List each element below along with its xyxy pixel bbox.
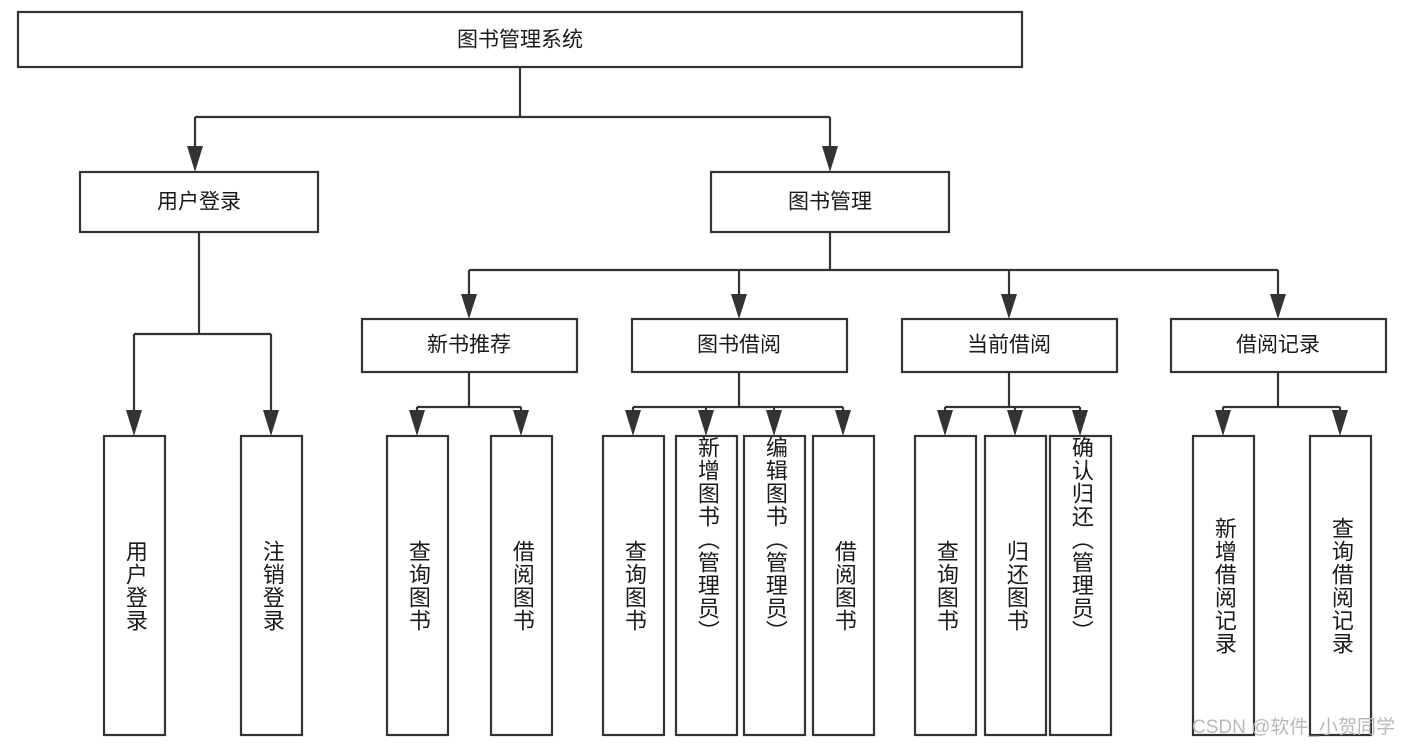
leaf-box-confirm-return[interactable] bbox=[1048, 434, 1113, 737]
node-new-book-rec[interactable]: 新书推荐 bbox=[360, 317, 579, 374]
arrowhead-leaf-add-book bbox=[698, 410, 714, 436]
leaf-box-user-login[interactable] bbox=[102, 434, 167, 737]
node-root-label: 图书管理系统 bbox=[457, 29, 583, 52]
node-user-login-label: 用户登录 bbox=[157, 191, 241, 214]
node-book-manage[interactable]: 图书管理 bbox=[709, 170, 951, 234]
csdn-watermark: CSDN @软件_小贺同学 bbox=[1192, 717, 1395, 738]
arrowhead-current-borrow bbox=[1001, 294, 1017, 319]
arrowhead-leaf-user-login bbox=[126, 410, 142, 436]
node-current-borrow-label: 当前借阅 bbox=[967, 334, 1051, 357]
arrowhead-new-book-rec bbox=[461, 294, 477, 319]
arrowhead-book-manage bbox=[822, 146, 838, 172]
node-new-book-rec-label: 新书推荐 bbox=[427, 334, 511, 357]
arrowhead-leaf-user-logout bbox=[263, 410, 279, 436]
node-book-borrow[interactable]: 图书借阅 bbox=[630, 317, 849, 374]
node-borrow-record-label: 借阅记录 bbox=[1236, 334, 1320, 357]
leaf-box-borrow-book-1[interactable] bbox=[489, 434, 554, 737]
node-current-borrow[interactable]: 当前借阅 bbox=[900, 317, 1119, 374]
leaf-box-edit-book[interactable] bbox=[742, 434, 807, 737]
leaf-box-add-book[interactable] bbox=[674, 434, 739, 737]
node-current-borrow-box[interactable] bbox=[900, 317, 1119, 374]
arrowhead-leaf-confirm-return bbox=[1072, 410, 1088, 436]
node-borrow-record[interactable]: 借阅记录 bbox=[1169, 317, 1388, 374]
leaf-box-query-record[interactable] bbox=[1308, 434, 1373, 737]
arrowhead-leaf-borrow-book-2 bbox=[835, 410, 851, 436]
leaf-box-query-book-3[interactable] bbox=[913, 434, 978, 737]
arrowhead-borrow-record bbox=[1270, 294, 1286, 319]
node-book-manage-label: 图书管理 bbox=[788, 191, 872, 214]
arrowhead-leaf-return-book bbox=[1007, 410, 1023, 436]
arrowhead-leaf-query-book-2 bbox=[625, 410, 641, 436]
leaf-box-return-book[interactable] bbox=[983, 434, 1048, 737]
arrowhead-book-borrow bbox=[731, 294, 747, 319]
arrowhead-leaf-query-book-1 bbox=[409, 410, 425, 436]
leaf-box-add-record[interactable] bbox=[1191, 434, 1256, 737]
arrowhead-leaf-query-book-3 bbox=[937, 410, 953, 436]
node-book-borrow-box[interactable] bbox=[630, 317, 849, 374]
node-book-borrow-label: 图书借阅 bbox=[697, 334, 781, 357]
leaf-box-borrow-book-2[interactable] bbox=[811, 434, 876, 737]
leaf-box-query-book-1[interactable] bbox=[385, 434, 450, 737]
leaf-box-query-book-2[interactable] bbox=[601, 434, 666, 737]
node-user-login[interactable]: 用户登录 bbox=[78, 170, 320, 234]
node-new-book-rec-box[interactable] bbox=[360, 317, 579, 374]
arrowhead-leaf-borrow-book-1 bbox=[513, 410, 529, 436]
arrowhead-leaf-add-record bbox=[1215, 410, 1231, 436]
node-root-box[interactable] bbox=[16, 10, 1024, 69]
node-root[interactable]: 图书管理系统 bbox=[16, 10, 1024, 69]
node-book-manage-box[interactable] bbox=[709, 170, 951, 234]
leaf-box-user-logout[interactable] bbox=[239, 434, 304, 737]
arrowhead-leaf-query-record bbox=[1332, 410, 1348, 436]
arrowhead-leaf-edit-book bbox=[766, 410, 782, 436]
node-borrow-record-box[interactable] bbox=[1169, 317, 1388, 374]
arrowhead-user-login bbox=[187, 146, 203, 172]
